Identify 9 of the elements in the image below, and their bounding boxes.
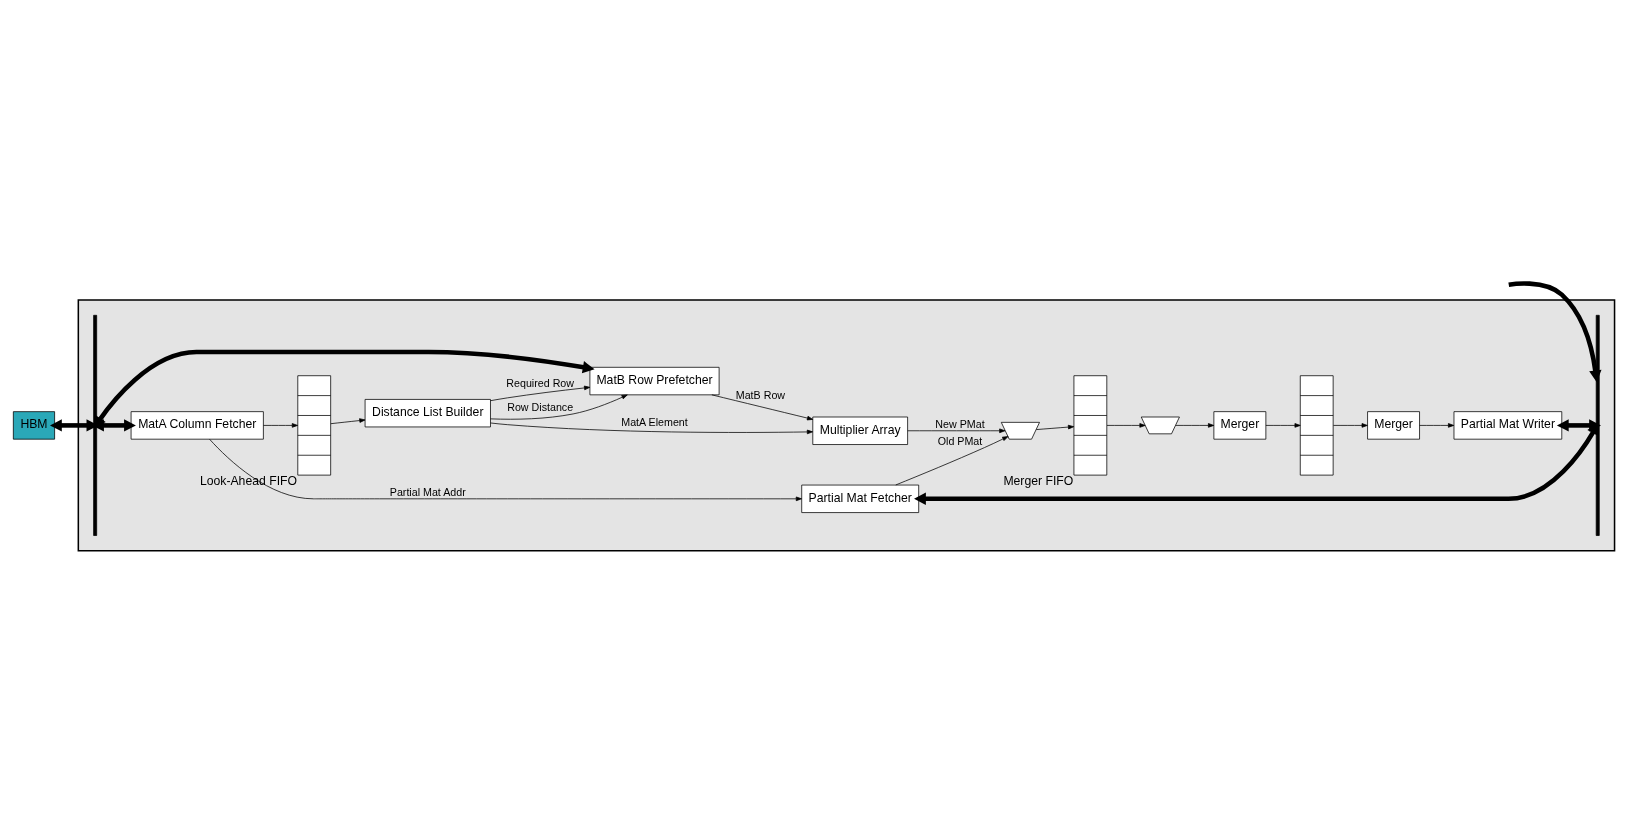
node-label: Merger FIFO: [1003, 474, 1074, 489]
edge-label: New PMat: [935, 417, 985, 430]
edge-label: Required Row: [506, 376, 575, 389]
edge-label: Old PMat: [937, 434, 983, 447]
edge-label: MatB Row: [735, 388, 786, 401]
edge-label: Row Distance: [507, 401, 574, 414]
node-label: Look-Ahead FIFO: [199, 474, 298, 489]
edge-label: Partial Mat Addr: [389, 485, 466, 498]
edge-label: MatA Element: [621, 416, 688, 429]
